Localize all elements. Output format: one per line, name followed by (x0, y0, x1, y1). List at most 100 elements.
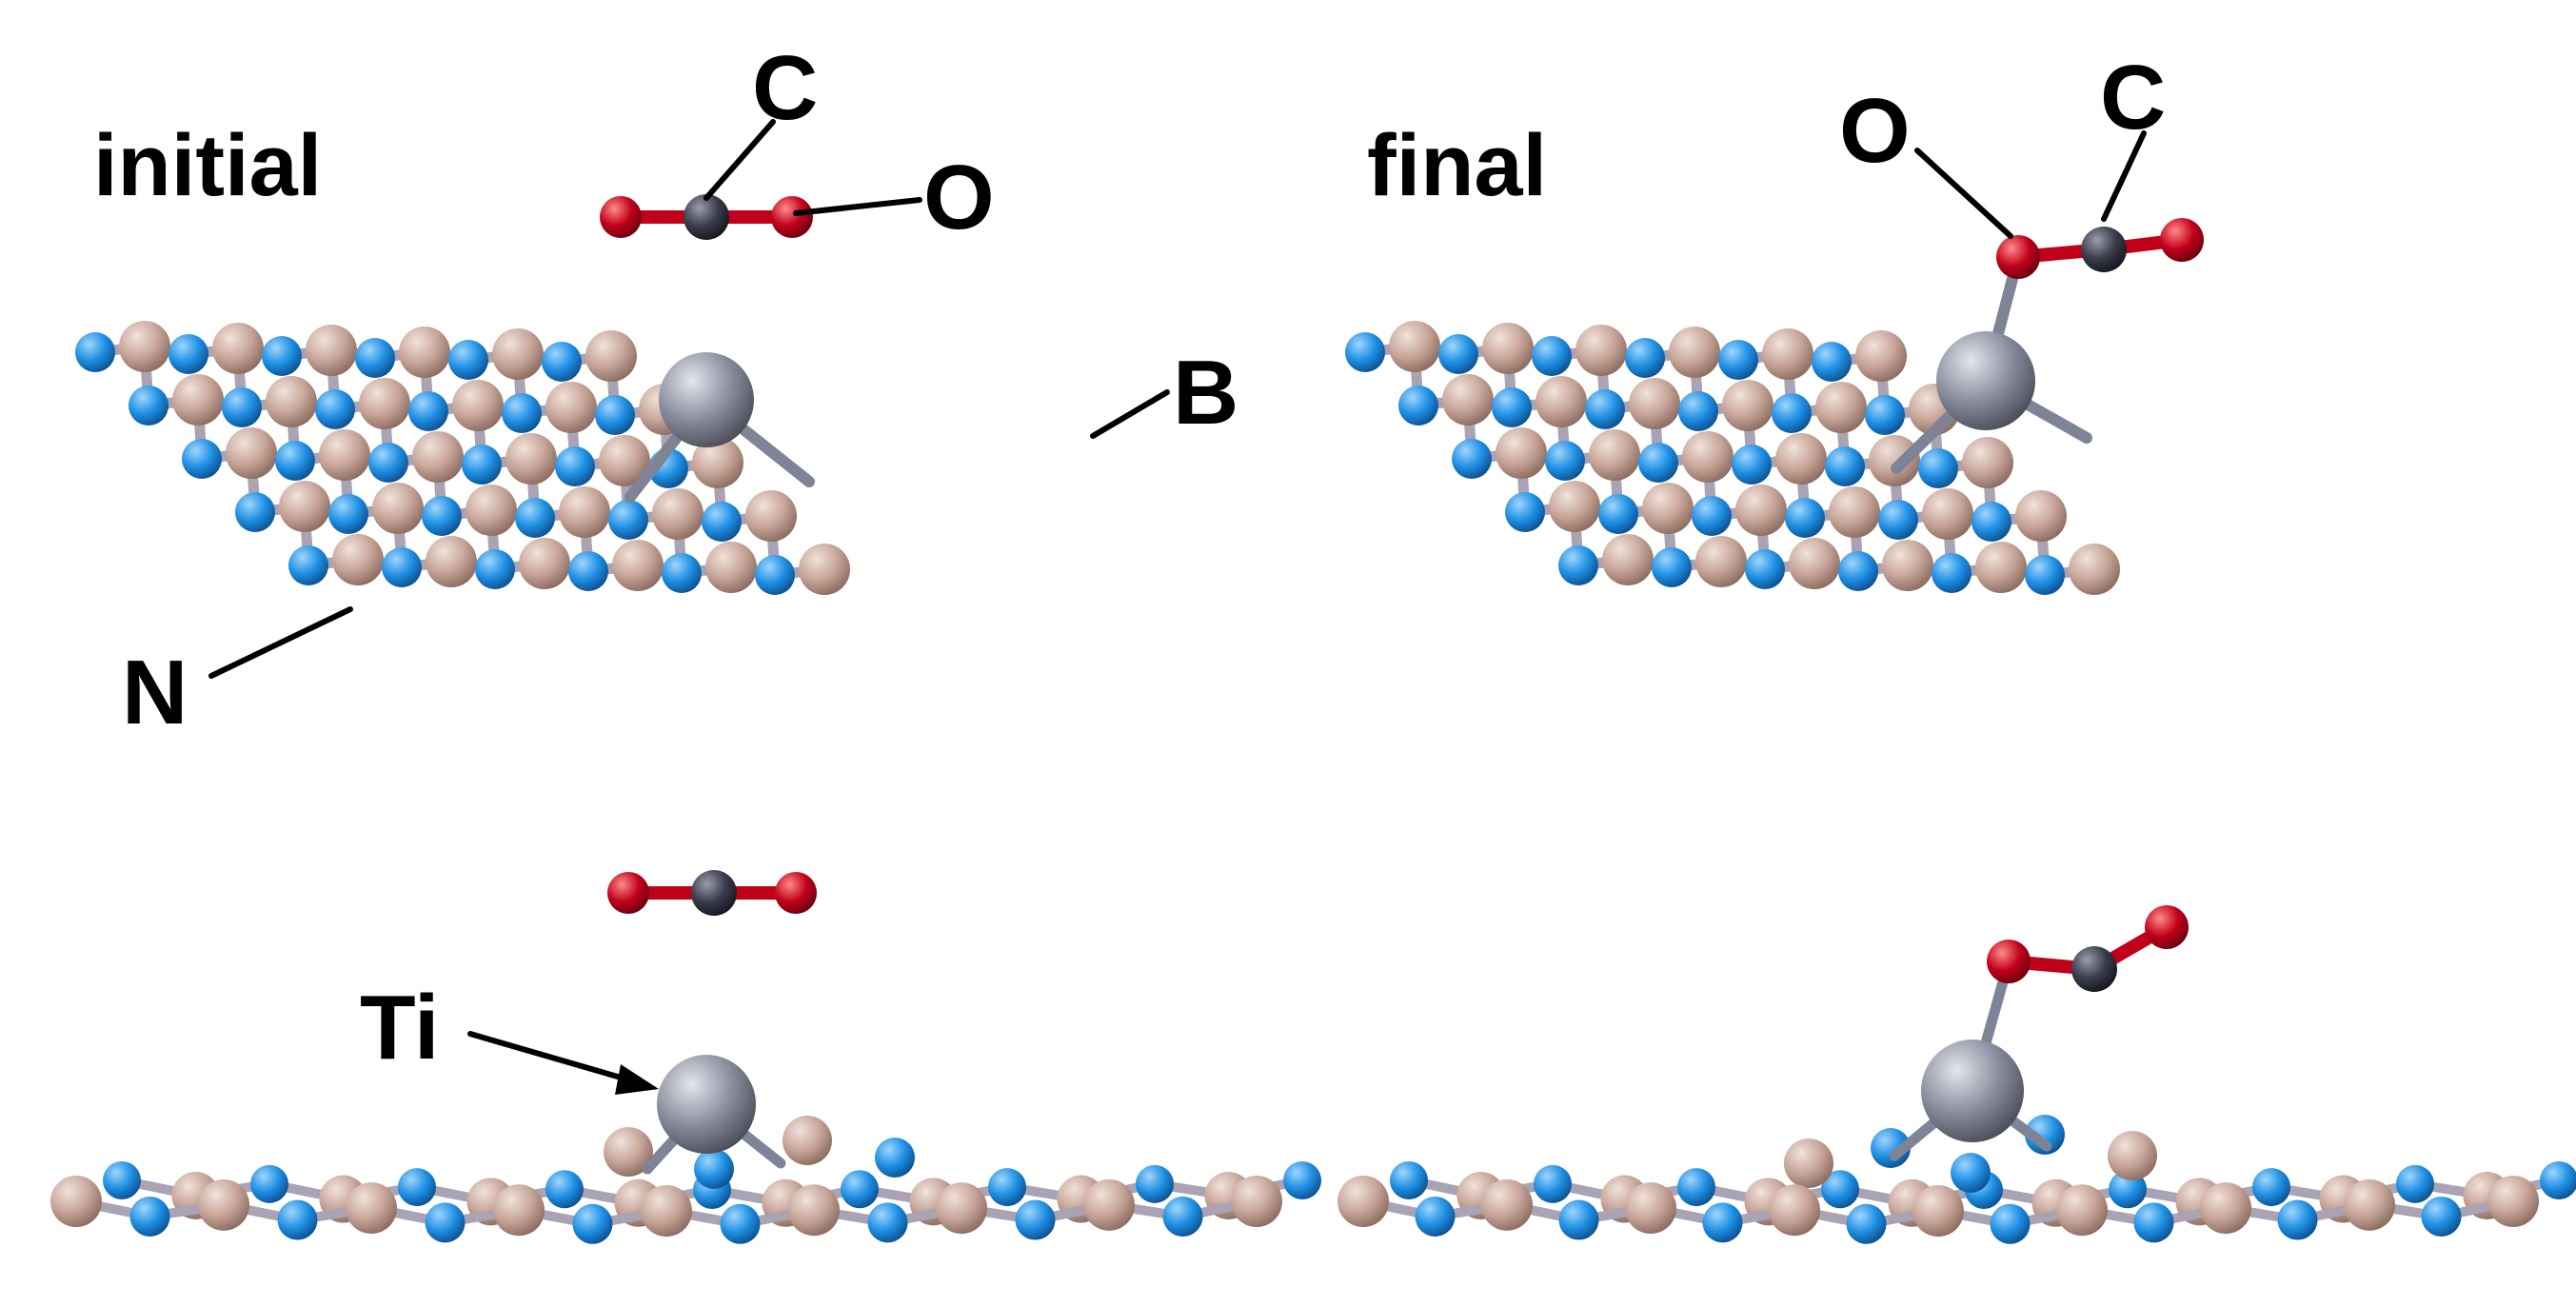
nitrogen-atom (2396, 1164, 2434, 1203)
nitrogen-atom (462, 445, 502, 485)
boron-atom (1829, 486, 1880, 538)
nitrogen-atom (1638, 443, 1678, 483)
nitrogen-atom (355, 338, 395, 378)
boron-atom (545, 382, 597, 433)
boron-atom (559, 486, 610, 538)
boron-atom (319, 429, 370, 481)
nitrogen-atom (1678, 391, 1718, 431)
nitrogen-atom (235, 492, 275, 532)
boron-atom (1784, 1139, 1833, 1188)
boron-atom (493, 1184, 545, 1237)
nitrogen-atom (755, 555, 795, 595)
leader-carbon-final (2101, 130, 2147, 222)
nitrogen-atom (1015, 1199, 1056, 1240)
boron-atom (399, 327, 450, 378)
boron-atom (585, 330, 637, 382)
boron-atom (641, 1185, 692, 1237)
leader-titanium (467, 1031, 637, 1084)
boron-atom (359, 378, 410, 429)
leader-carbon-initial (703, 119, 776, 201)
nitrogen-atom (1825, 446, 1865, 486)
panel-label-final: final (1367, 117, 1547, 214)
boron-atom (1869, 435, 1920, 486)
leader-nitrogen (208, 606, 353, 679)
boron-atom (705, 542, 757, 593)
boron-atom (1496, 427, 1547, 479)
boron-atom (1722, 380, 1773, 431)
boron-atom (332, 534, 384, 585)
nitrogen-atom (288, 545, 328, 585)
nitrogen-atom (448, 340, 488, 380)
boron-atom (2487, 1176, 2539, 1227)
titanium-atom (1921, 1040, 2024, 1142)
boron-atom (1549, 481, 1600, 532)
leader-lines (208, 119, 2147, 1095)
leader-oxygen-initial (793, 197, 922, 216)
boron-atom (799, 544, 850, 595)
boron-atom (1338, 1176, 1389, 1227)
nitrogen-atom (422, 496, 462, 536)
boron-atom (1442, 374, 1494, 426)
nitrogen-atom (720, 1203, 761, 1244)
nitrogen-atom (608, 500, 648, 540)
nitrogen-atom (1812, 342, 1852, 382)
nitrogen-atom (555, 446, 595, 486)
boron-atom (2200, 1182, 2251, 1235)
boron-atom (212, 323, 264, 374)
nitrogen-atom (502, 393, 542, 433)
boron-atom (1682, 431, 1734, 483)
nitrogen-atom (1345, 332, 1385, 372)
nitrogen-atom (1718, 340, 1758, 380)
oxygen-atom (607, 872, 649, 914)
nitrogen-atom (129, 386, 168, 426)
carbon-atom (691, 870, 737, 916)
boron-atom (1762, 328, 1813, 380)
nitrogen-atom (1990, 1203, 2031, 1244)
oxygen-atom (771, 196, 813, 238)
boron-atom (2108, 1131, 2157, 1180)
nitrogen-atom (1532, 336, 1572, 376)
nitrogen-atom (595, 395, 635, 435)
boron-atom (1882, 540, 1933, 591)
nitrogen-atom (2025, 1115, 2065, 1155)
boron-atom (412, 431, 464, 483)
boron-atom (1975, 542, 2027, 593)
nitrogen-atom (1745, 549, 1785, 589)
nitrogen-atom (1846, 1203, 1887, 1244)
nitrogen-atom (129, 1196, 170, 1237)
boron-atom (266, 376, 317, 427)
nitrogen-atom (2277, 1199, 2318, 1240)
titanium-atom (657, 1055, 756, 1154)
nitrogen-atom (222, 387, 262, 427)
carbon-atom (2081, 227, 2127, 272)
panel-initial-top-view (75, 194, 850, 595)
boron-atom (692, 437, 743, 488)
nitrogen-atom (1545, 441, 1585, 481)
nitrogen-atom (1652, 547, 1692, 587)
nitrogen-atom (1732, 445, 1772, 485)
boron-atom (599, 435, 650, 486)
boron-atom (612, 540, 664, 591)
boron-atom (172, 374, 224, 426)
nitrogen-atom (1598, 494, 1638, 534)
boron-atom (452, 380, 504, 431)
oxygen-atom (2160, 218, 2204, 262)
carbon-atom (684, 194, 729, 240)
nitrogen-atom (1785, 498, 1825, 538)
nitrogen-atom (515, 498, 555, 538)
nitrogen-atom (1438, 334, 1478, 374)
boron-atom (426, 536, 477, 587)
nitrogen-atom (572, 1203, 613, 1244)
boron-atom (226, 427, 277, 479)
titanium-atom (659, 352, 754, 447)
boron-atom (50, 1176, 102, 1227)
boron-atom (1922, 488, 1973, 540)
boron-atom (1602, 534, 1654, 585)
nitrogen-atom (1283, 1161, 1321, 1199)
nitrogen-atom (988, 1168, 1026, 1207)
nitrogen-atom (662, 553, 702, 593)
nitrogen-atom (262, 336, 302, 376)
boron-atom (1775, 433, 1827, 485)
nitrogen-atom (1772, 393, 1812, 433)
oxygen-atom (600, 196, 642, 238)
